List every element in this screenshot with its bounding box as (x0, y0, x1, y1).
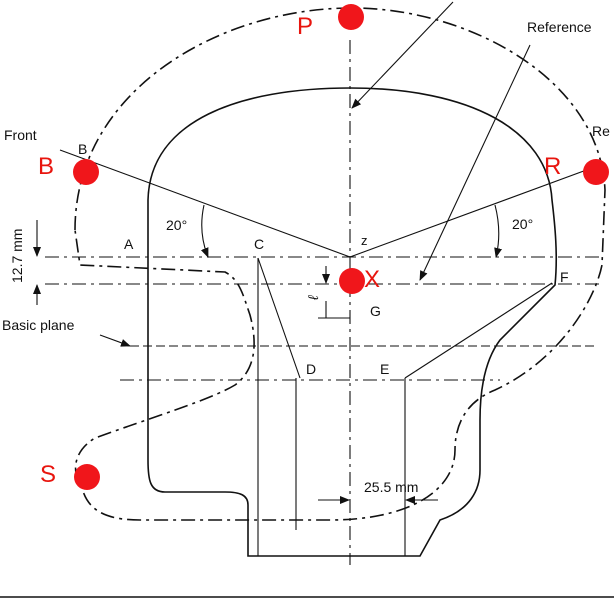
marker-label-b: B (38, 153, 54, 180)
point-a-label: A (124, 236, 134, 252)
marker-dot-b (73, 159, 99, 185)
marker-dot-r (583, 159, 609, 185)
reference-leader-2 (419, 44, 531, 281)
marker-label-s: S (40, 461, 56, 488)
marker-label-x: X (364, 266, 380, 293)
marker-label-p: P (297, 13, 313, 40)
point-z-label: z (361, 233, 368, 248)
front-angle-label: 20° (166, 217, 187, 233)
point-d-label: D (306, 361, 316, 377)
dim-25-5-label: 25.5 mm (364, 479, 418, 495)
marker-dot-x (339, 268, 365, 294)
front-angle-arc (200, 204, 209, 258)
front-angle-ray (59, 149, 351, 258)
front-label: Front (4, 127, 37, 143)
point-f-label: F (560, 269, 569, 285)
rear-angle-arc (494, 204, 502, 258)
outer-dashed-contour (74, 7, 606, 521)
marker-dot-p (338, 4, 364, 30)
point-e-label: E (380, 361, 389, 377)
reference-label: Reference (527, 19, 592, 35)
basic-plane-label: Basic plane (2, 317, 75, 333)
headform-outline (147, 87, 558, 557)
point-g-label: G (370, 303, 381, 319)
ell-label: ℓ (305, 295, 321, 301)
basic-plane-leader (99, 334, 131, 347)
point-c-label: C (254, 236, 264, 252)
profile-line-e-f (404, 282, 553, 379)
dim-12-7-label: 12.7 mm (9, 229, 25, 283)
profile-line-c-d (257, 257, 301, 379)
rear-angle-ray (349, 164, 601, 258)
point-b-small-label: B (78, 141, 87, 157)
marker-label-r: R (544, 153, 561, 180)
marker-dot-s (74, 464, 100, 490)
reference-leader-1 (351, 1, 454, 109)
rear-label-cut: Re (592, 123, 610, 139)
rear-angle-label: 20° (512, 216, 533, 232)
